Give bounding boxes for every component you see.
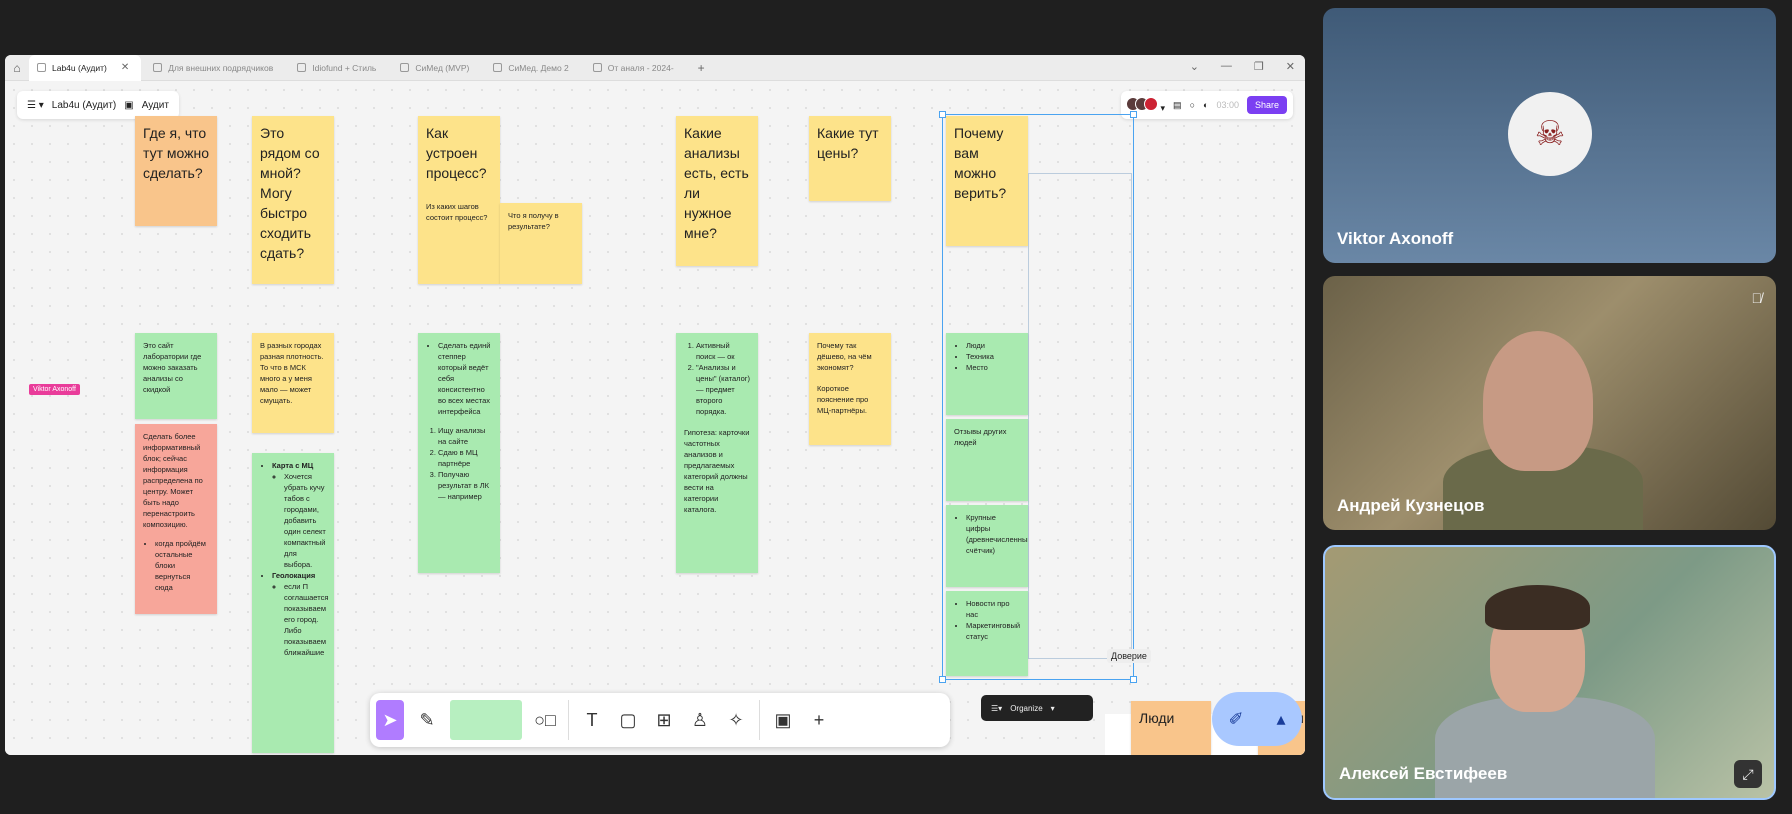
resize-handle[interactable]	[939, 111, 946, 118]
video-tile-andrey[interactable]: 🎙̸ Андрей Кузнецов	[1323, 276, 1776, 530]
avatar	[1144, 96, 1159, 111]
tab-simed-demo[interactable]: СиМед. Демо 2	[485, 57, 580, 79]
sticky-q4[interactable]: Какие анализы есть, есть ли нужное мне?	[676, 116, 758, 266]
expand-icon[interactable]: ⤢	[1734, 760, 1762, 788]
video-tile-alexey[interactable]: Алексей Евстифеев ⤢	[1323, 545, 1776, 800]
tool-toggle-button[interactable]: ✐ ▴	[1212, 692, 1302, 746]
plus-icon[interactable]: +	[813, 709, 825, 730]
sticky-a2g[interactable]: Карта с МЦ Хочется убрать кучу табов с г…	[252, 453, 334, 753]
person-body	[1435, 697, 1655, 798]
text-tool-icon[interactable]: T	[586, 709, 598, 730]
chevron-up-icon: ▴	[1276, 708, 1286, 729]
file-icon	[297, 63, 307, 72]
home-icon[interactable]: ⌂	[13, 60, 21, 75]
sticky-a1[interactable]: Это сайт лаборатории где можно заказать …	[135, 333, 217, 419]
sticky-note-tool[interactable]	[450, 700, 522, 740]
sticky-people[interactable]: Люди	[1131, 701, 1211, 755]
sticky-a3[interactable]: Сделать единй степпер который ведёт себя…	[418, 333, 500, 573]
sticky-q2[interactable]: Это рядом со мной? Могу быстро сходить с…	[252, 116, 334, 284]
tab-contractors[interactable]: Для внешних подрядчиков	[145, 57, 285, 79]
window-controls: ⌄ — ❐ ✕	[1190, 60, 1295, 73]
minimize-icon[interactable]: —	[1220, 60, 1232, 72]
close-icon[interactable]: ✕	[120, 62, 130, 73]
file-icon	[153, 63, 163, 72]
sticky-a6c[interactable]: Крупные цифры (древнечисленный счётчик)	[946, 505, 1028, 587]
tab-idiofund[interactable]: Idiofund + Стиль	[289, 57, 388, 79]
marker-icon: ✐	[1228, 708, 1244, 729]
browser-tab-bar: ⌂ Lab4u (Аудит)✕ Для внешних подрядчиков…	[5, 55, 1305, 81]
page-icon: ▣	[124, 99, 134, 111]
layers-icon[interactable]: ▤	[1173, 99, 1182, 110]
new-tab-icon[interactable]: +	[697, 60, 705, 75]
creation-toolbar: ➤ ✎ ○□ T ▢ ⊞ ♙ ✧ ▣ +	[370, 693, 950, 747]
section-tool-icon[interactable]: ▢	[619, 709, 637, 730]
resize-handle[interactable]	[1130, 676, 1137, 683]
mic-muted-icon: 🎙̸	[1751, 290, 1763, 306]
resize-handle[interactable]	[939, 676, 946, 683]
avatars[interactable]: ▾	[1126, 96, 1165, 114]
video-tile-viktor[interactable]: ☠ Viktor Axonoff	[1323, 8, 1776, 263]
sticky-a2[interactable]: В разных городах разная плотность. То чт…	[252, 333, 334, 433]
sticky-a6[interactable]: Люди Техника Место	[946, 333, 1028, 415]
stamp-tool-icon[interactable]: ♙	[691, 709, 709, 730]
sticky-a6b[interactable]: Отзывы других людей	[946, 419, 1028, 501]
collab-bar: ▾ ▤ ○ ◐ 03:00 Share	[1121, 91, 1293, 119]
file-icon	[400, 63, 410, 72]
table-tool-icon[interactable]: ⊞	[656, 709, 672, 730]
chevron-down-icon[interactable]: ⌄	[1189, 61, 1199, 73]
divider	[568, 700, 569, 740]
frame-outline	[1028, 173, 1132, 659]
timer[interactable]: 03:00	[1216, 100, 1239, 110]
divider	[759, 700, 760, 740]
shapes-tool-icon[interactable]: ○□	[534, 709, 556, 730]
file-icon	[493, 63, 503, 72]
select-tool-icon[interactable]: ➤	[376, 700, 404, 740]
comment-icon[interactable]: ○	[1189, 100, 1195, 110]
sticky-q6[interactable]: Почему вам можно верить?	[946, 116, 1028, 246]
collaborator-cursor: Viktor Axonoff	[29, 384, 80, 395]
file-menu-bar: ☰ ▾ Lab4u (Аудит) ▣ Аудит	[17, 91, 179, 119]
chevron-down-icon: ▾	[1050, 703, 1055, 713]
tab-simed-mvp[interactable]: СиМед (MVP)	[392, 57, 481, 79]
whiteboard-window: ⌂ Lab4u (Аудит)✕ Для внешних подрядчиков…	[5, 55, 1305, 755]
selection-box[interactable]	[942, 114, 1134, 680]
sticky-a6d[interactable]: Новости про нас Маркетинговый статус	[946, 591, 1028, 676]
maximize-icon[interactable]: ❐	[1253, 61, 1264, 73]
trust-frame-label[interactable]: Доверие	[1107, 649, 1151, 663]
organize-menu[interactable]: ☰▾ Organize ▾	[981, 695, 1093, 721]
file-name[interactable]: Lab4u (Аудит)	[51, 99, 117, 111]
resize-handle[interactable]	[1130, 111, 1137, 118]
sticky-q3[interactable]: Как устроен процесс? Из каких шагов сост…	[418, 116, 500, 284]
sticky-q3b[interactable]: Что я получу в результате?	[500, 203, 582, 284]
ai-tool-icon[interactable]: ✧	[728, 709, 744, 730]
timer-icon[interactable]: ◐	[1203, 100, 1209, 110]
sticky-q1[interactable]: Где я, что тут можно сделать?	[135, 116, 217, 226]
file-icon	[592, 63, 602, 72]
align-icon: ☰▾	[991, 703, 1003, 713]
tab-analysis[interactable]: От аналя - 2024-	[585, 57, 686, 79]
main-menu-icon[interactable]: ☰ ▾	[27, 99, 44, 111]
tab-lab4u[interactable]: Lab4u (Аудит)✕	[29, 55, 142, 81]
pen-tool-icon[interactable]: ✎	[419, 709, 435, 730]
file-icon	[37, 63, 46, 72]
share-button[interactable]: Share	[1246, 96, 1287, 114]
page-name[interactable]: Аудит	[141, 99, 169, 111]
close-window-icon[interactable]: ✕	[1285, 61, 1295, 73]
sticky-a4[interactable]: Активный поиск — ок "Анализы и цены" (ка…	[676, 333, 758, 573]
sticky-q5[interactable]: Какие тут цены?	[809, 116, 891, 201]
board-canvas[interactable]: ☰ ▾ Lab4u (Аудит) ▣ Аудит ▾ ▤ ○ ◐ 03:00 …	[5, 81, 1305, 755]
widgets-icon[interactable]: ▣	[774, 709, 792, 730]
sticky-a5[interactable]: Почему так дёшево, на чём экономят? Коро…	[809, 333, 891, 445]
person-hair	[1485, 585, 1590, 630]
person-head	[1483, 331, 1593, 471]
avatar: ☠	[1508, 92, 1592, 176]
sticky-a1r[interactable]: Сделать более информативный блок; сейчас…	[135, 424, 217, 614]
